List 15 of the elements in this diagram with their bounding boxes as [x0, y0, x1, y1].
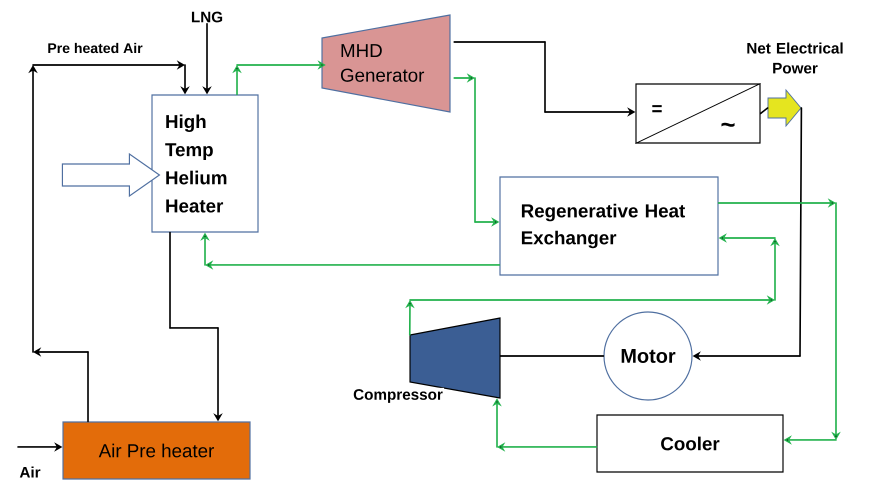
connector-line: [760, 107, 768, 114]
preheater-box: Air Pre heater: [62, 421, 251, 480]
edge-label: Pre heated Air: [46, 42, 144, 54]
arrow: [718, 198, 841, 445]
connector-line: [499, 355, 604, 357]
cooler-box: Cooler: [596, 414, 784, 473]
heat-exchanger-box: Regenerative Heat Exchanger: [499, 176, 719, 276]
heater-box: High Temp Helium Heater: [151, 94, 259, 233]
converter-box: = ~: [634, 82, 762, 144]
power-label: Net Electrical Power: [747, 42, 843, 74]
arrow: [28, 60, 190, 422]
input-label: Air: [20, 466, 40, 478]
input-label: LNG: [192, 12, 222, 22]
compressor-label: Compressor: [352, 388, 444, 404]
generator-trapezoid: MHD Generator: [321, 14, 451, 113]
